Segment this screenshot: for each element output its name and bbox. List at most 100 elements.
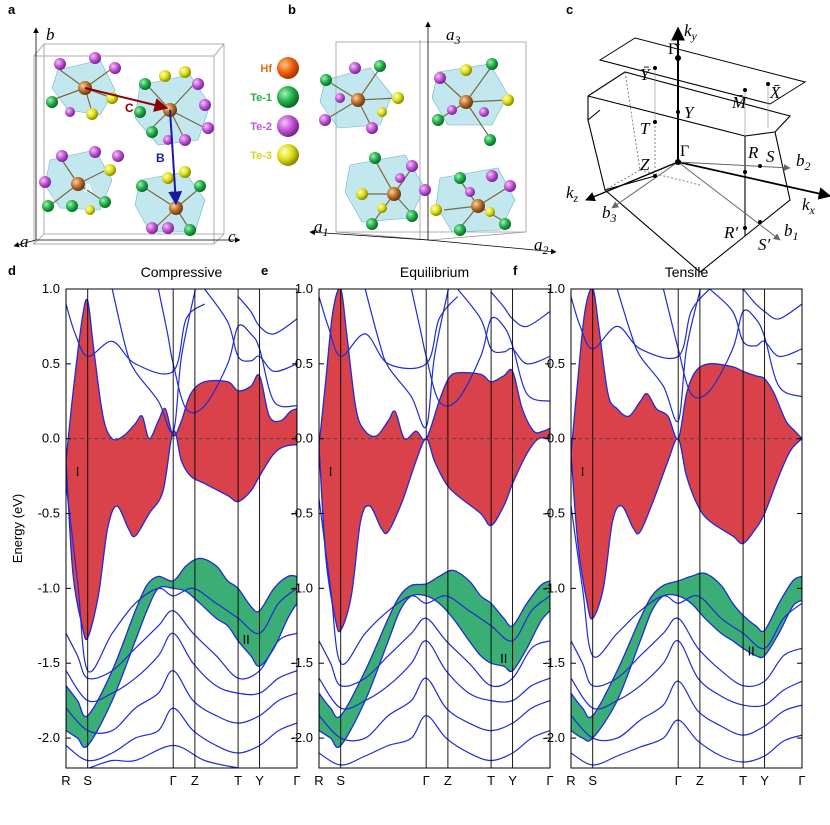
bulk-bz-hidden xyxy=(604,71,701,191)
panel-label-d: d xyxy=(8,263,16,278)
label-t: T xyxy=(640,119,651,138)
axis-label-b: b xyxy=(46,25,55,44)
kpath-label-d-6: Γ xyxy=(293,773,300,788)
kpath-label-f-6: Γ xyxy=(798,773,805,788)
vector-label-b: B xyxy=(156,151,165,165)
region-label-i-d: I xyxy=(76,464,80,479)
band-line-e-9 xyxy=(319,714,550,766)
label-r-prime: R′ xyxy=(723,223,738,242)
polyhedra-b xyxy=(319,63,516,233)
region-ii-d xyxy=(66,557,297,749)
legend-label-te-1: Te-1 xyxy=(250,92,272,104)
label-kz: kz xyxy=(566,183,579,205)
kpath-label-e-3: Z xyxy=(444,773,452,788)
region-label-i-f: I xyxy=(581,464,585,479)
band-line-e-8 xyxy=(319,677,550,742)
kpath-label-f-5: Y xyxy=(760,773,769,788)
band-line-f-3 xyxy=(709,289,802,358)
panel-label-e: e xyxy=(261,263,268,278)
ytick-label-e-3: -0.5 xyxy=(291,506,313,521)
label-gamma: Γ xyxy=(680,143,689,160)
label-kx: kx xyxy=(802,195,816,217)
label-z: Z xyxy=(640,155,650,174)
legend-label-te-3: Te-3 xyxy=(250,150,272,162)
band-line-d-9 xyxy=(66,707,297,762)
label-y-bar: Ȳ xyxy=(640,65,651,84)
panel-c: c xyxy=(566,2,830,273)
ytick-label-d-2: 0.0 xyxy=(42,431,60,446)
region-i-e xyxy=(319,289,550,633)
unit-cell-box-b xyxy=(335,40,527,241)
region-label-ii-f: II xyxy=(748,644,755,659)
region-label-ii-e: II xyxy=(500,651,507,666)
ytick-label-d-6: -2.0 xyxy=(38,730,60,745)
region-i-f xyxy=(571,289,802,620)
label-s: S xyxy=(766,147,775,166)
band-line-d-1 xyxy=(111,289,196,434)
ytick-label-f-3: -0.5 xyxy=(543,506,565,521)
ytick-label-f-1: 0.5 xyxy=(547,356,565,371)
atoms-a xyxy=(39,52,214,236)
ytick-label-f-2: 0.0 xyxy=(547,431,565,446)
kpath-label-f-1: S xyxy=(588,773,597,788)
label-gamma-bar: Γ̄ xyxy=(668,41,680,58)
ytick-label-e-2: 0.0 xyxy=(295,431,313,446)
kpath-label-e-2: Γ xyxy=(423,773,430,788)
band-line-e-0 xyxy=(319,296,459,370)
legend-atom-te-1 xyxy=(277,86,299,108)
ytick-label-d-1: 0.5 xyxy=(42,356,60,371)
label-y: Y xyxy=(684,103,695,122)
axis-label-a3: a3 xyxy=(446,25,461,47)
axis-label-a1: a1 xyxy=(314,217,329,239)
axis-label-a2: a2 xyxy=(534,235,549,257)
band-line-d-10 xyxy=(88,744,239,768)
kpath-label-d-5: Y xyxy=(255,773,264,788)
panel-label-f: f xyxy=(513,263,518,278)
panel-label-b: b xyxy=(288,2,296,17)
band-line-d-4 xyxy=(237,296,297,335)
axis-arrows-b xyxy=(309,21,557,255)
chart-title-e: Equilibrium xyxy=(400,264,469,280)
label-b1: b1 xyxy=(784,221,799,243)
label-r: R xyxy=(747,143,759,162)
ytick-label-d-4: -1.0 xyxy=(38,580,60,595)
atoms-b xyxy=(319,58,516,236)
vector-label-a: A xyxy=(84,181,93,195)
band-line-d-7 xyxy=(66,632,297,703)
panel-a: a b a c xyxy=(8,2,299,251)
high-symmetry-points xyxy=(653,55,770,230)
panel-label-a: a xyxy=(8,2,16,17)
axis-arrows-a xyxy=(13,27,241,248)
plot-frame-f xyxy=(570,288,803,769)
ytick-label-d-3: -0.5 xyxy=(38,506,60,521)
kpath-label-e-1: S xyxy=(336,773,345,788)
ytick-label-f-0: 1.0 xyxy=(547,281,565,296)
label-b2: b2 xyxy=(796,151,811,173)
region-ii-f xyxy=(571,572,802,742)
band-line-e-3 xyxy=(457,289,550,365)
plot-frame-d xyxy=(65,288,298,769)
band-line-f-0 xyxy=(571,289,711,360)
band-line-d-2 xyxy=(157,289,297,414)
kpath-label-d-1: S xyxy=(83,773,92,788)
kpath-label-f-0: R xyxy=(566,773,575,788)
legend-label-te-2: Te-2 xyxy=(250,121,272,133)
band-line-f-8 xyxy=(571,680,802,742)
ytick-label-e-5: -1.5 xyxy=(291,655,313,670)
label-x-bar: X̄ xyxy=(769,83,781,102)
kpath-label-e-0: R xyxy=(314,773,323,788)
ytick-label-e-0: 1.0 xyxy=(295,281,313,296)
kpath-label-d-2: Γ xyxy=(170,773,177,788)
surface-bz xyxy=(598,37,807,105)
ytick-label-e-4: -1.0 xyxy=(291,580,313,595)
reciprocal-axes xyxy=(585,26,830,241)
legend-atom-hf xyxy=(277,57,299,79)
kpath-label-d-0: R xyxy=(61,773,70,788)
band-line-e-2 xyxy=(410,289,550,407)
region-label-i-e: I xyxy=(329,464,333,479)
ytick-label-e-1: 0.5 xyxy=(295,356,313,371)
